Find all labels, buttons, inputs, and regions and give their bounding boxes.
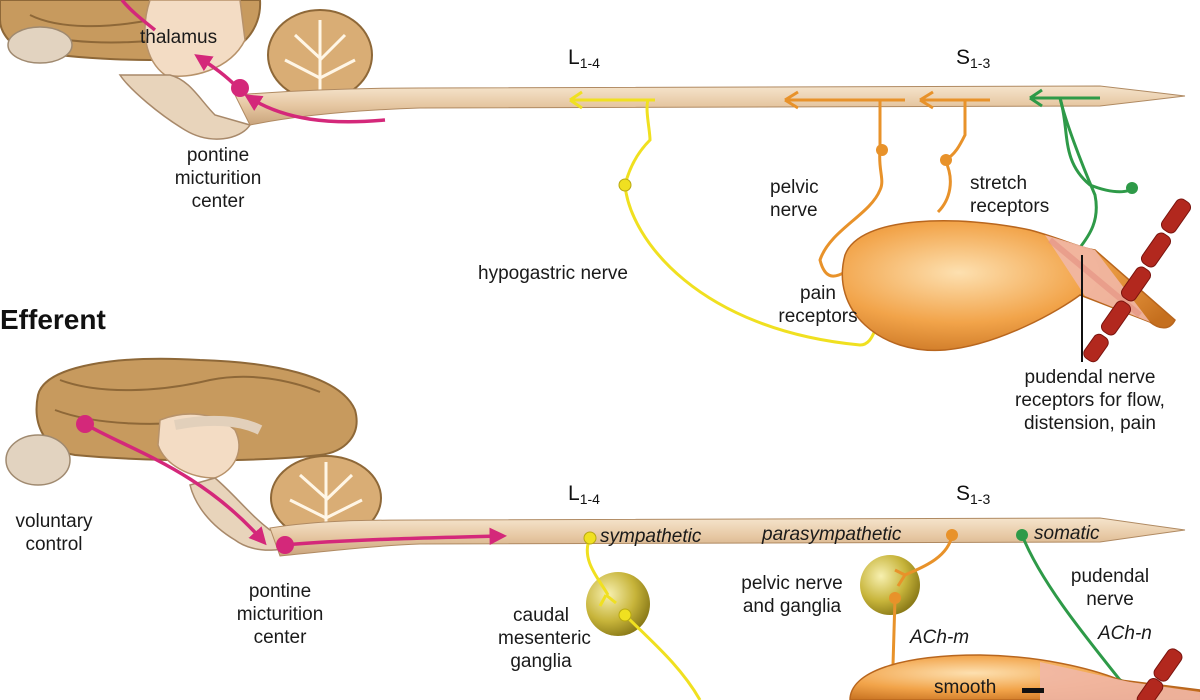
- pelvic-ganglia-label: pelvic nerve and ganglia: [741, 573, 843, 617]
- efferent-pontine-label: pontine micturition center: [236, 581, 324, 648]
- efferent-somatic-dot: [1016, 529, 1028, 541]
- afferent-pudendal-dot: [1126, 182, 1138, 194]
- afferent-pontine-label: pontine micturition center: [174, 145, 262, 212]
- efferent-heading: Efferent: [0, 304, 106, 335]
- efferent-parasympathetic-dot: [946, 529, 958, 541]
- ach-n-label: ACh-n: [1098, 623, 1152, 644]
- caudal-mesenteric-ganglion: [586, 572, 650, 636]
- efferent-pontine-dot: [276, 536, 294, 554]
- afferent-sacral-segment: S1-3: [956, 46, 991, 71]
- efferent-sacral-segment: S1-3: [956, 482, 991, 507]
- pudendal-receptors-label: pudendal nerve receptors for flow, diste…: [1015, 367, 1165, 434]
- caudal-ganglia-label: caudal mesenteric ganglia: [498, 605, 591, 672]
- afferent-pontine-dot: [231, 79, 249, 97]
- afferent-cerebellum: [267, 9, 373, 101]
- efferent-lumbar-segment: L1-4: [568, 482, 600, 507]
- afferent-brain: [0, 0, 262, 140]
- efferent-sympathetic-ganglion-dot: [618, 608, 632, 622]
- efferent-brain: [5, 357, 358, 551]
- pelvic-nerve-label: pelvic nerve: [770, 177, 819, 221]
- pelvic-ganglion: [860, 555, 920, 615]
- afferent-thalamus-to-cortex: [120, 0, 157, 32]
- afferent-stretch-dot: [940, 154, 952, 166]
- afferent-pudendal-fiber: [1029, 88, 1134, 251]
- efferent-pontine-to-cord: [284, 527, 507, 547]
- efferent-spinal-cord: [269, 517, 1186, 557]
- efferent-voluntary-dot: [76, 415, 94, 433]
- parasympathetic-label: parasympathetic: [762, 524, 902, 545]
- voluntary-control-label: voluntary control: [15, 511, 93, 555]
- efferent-sympathetic-dot: [583, 531, 597, 545]
- smooth-muscle-label: smooth: [934, 677, 997, 698]
- afferent-pelvic-dot: [876, 144, 888, 156]
- efferent-striated-muscle: [1136, 648, 1183, 700]
- pudendal-nerve-label: pudendal nerve: [1070, 566, 1150, 610]
- sympathetic-label: sympathetic: [600, 526, 702, 547]
- thalamus-label: thalamus: [140, 27, 218, 48]
- efferent-section: [5, 357, 1200, 700]
- efferent-sympathetic-fiber: [585, 537, 702, 700]
- afferent-central-pathway: [244, 94, 386, 124]
- pain-receptors-label: pain receptors: [778, 283, 858, 327]
- afferent-striated-muscle: [1083, 198, 1192, 363]
- stretch-receptors-label: stretch receptors: [970, 173, 1050, 217]
- hypogastric-nerve-label: hypogastric nerve: [478, 263, 628, 284]
- afferent-hypogastric-fiber: [569, 90, 877, 347]
- afferent-section: [0, 0, 1192, 363]
- somatic-label: somatic: [1034, 523, 1100, 544]
- afferent-lumbar-segment: L1-4: [568, 46, 600, 71]
- afferent-hypogastric-dot: [618, 178, 632, 192]
- efferent-cortex-to-pontine: [84, 422, 267, 546]
- efferent-parasympathetic-ganglion-dot: [889, 592, 901, 604]
- ach-m-label: ACh-m: [910, 627, 970, 648]
